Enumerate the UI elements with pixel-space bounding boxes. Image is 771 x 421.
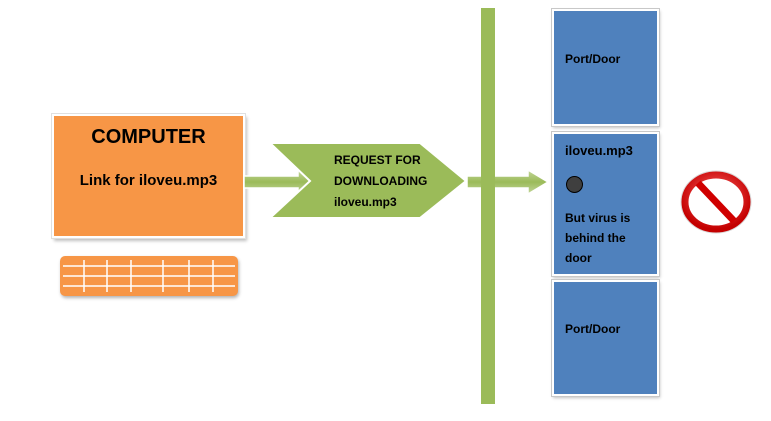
- port-middle: iloveu.mp3 But virus is behind the door: [552, 132, 659, 276]
- request-text: REQUEST FOR DOWNLOADING iloveu.mp3: [334, 150, 454, 213]
- computer-title: COMPUTER: [91, 126, 206, 148]
- virus-dot-icon: [566, 176, 583, 193]
- file-name: iloveu.mp3: [565, 143, 633, 158]
- request-chevron: [267, 142, 468, 219]
- request-line-1: REQUEST FOR: [334, 153, 421, 167]
- port-label: Port/Door: [565, 52, 621, 66]
- arrow-request-to-port: [466, 168, 550, 196]
- computer-box: COMPUTER Link for iloveu.mp3: [52, 114, 245, 238]
- request-line-2: DOWNLOADING: [334, 174, 428, 188]
- virus-line-1: But virus is: [565, 211, 631, 225]
- virus-line-2: behind the: [565, 231, 626, 245]
- computer-link-text: Link for iloveu.mp3: [79, 172, 218, 189]
- port-top: Port/Door: [552, 9, 659, 126]
- virus-line-3: door: [565, 251, 592, 265]
- prohibited-icon: [680, 170, 752, 234]
- request-line-3: iloveu.mp3: [334, 195, 397, 209]
- port-bottom: Port/Door: [552, 280, 659, 396]
- keyboard-grid: [63, 260, 235, 292]
- virus-text: But virus is behind the door: [565, 208, 655, 268]
- keyboard-icon: [60, 256, 238, 296]
- port-label: Port/Door: [565, 322, 621, 336]
- firewall-bar: [481, 8, 495, 404]
